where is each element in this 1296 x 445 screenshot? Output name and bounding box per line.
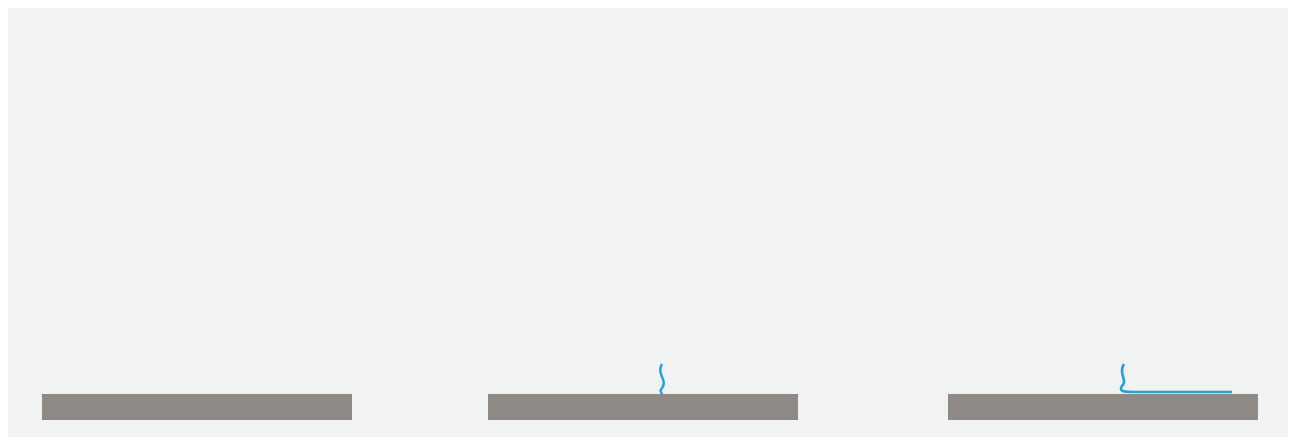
filament-line: [1119, 363, 1232, 394]
printhead-illustration-2: [659, 363, 665, 397]
filament-strand: [659, 363, 665, 397]
print-bed-2: [488, 394, 798, 420]
print-bed-1: [42, 394, 352, 420]
step-3-laying-line: [928, 8, 1296, 437]
step-1-nozzle-on-bed: [28, 8, 408, 437]
printhead-illustration-1: [28, 8, 408, 437]
printhead-illustration-3: [1119, 363, 1232, 394]
print-bed-3: [948, 394, 1258, 420]
step-2-extruding: [468, 8, 848, 437]
illustration-panel: [8, 8, 1288, 437]
